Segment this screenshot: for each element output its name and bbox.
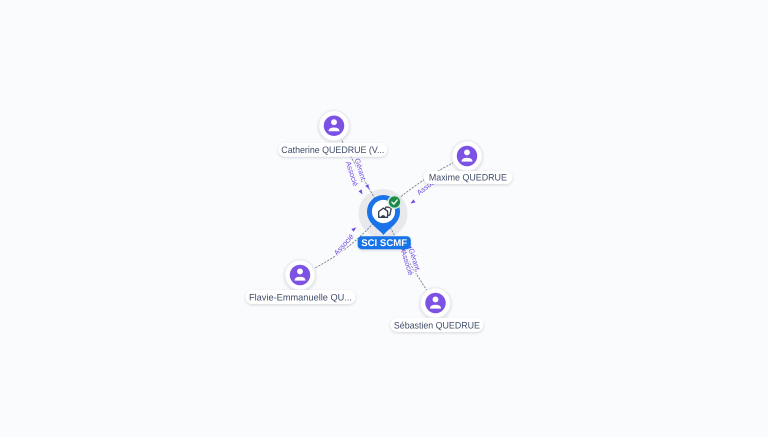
svg-text:Associé: Associé: [332, 232, 356, 257]
svg-text:Sébastien QUEDRUE: Sébastien QUEDRUE: [394, 320, 480, 331]
svg-text:SCI SCMF: SCI SCMF: [361, 238, 407, 249]
svg-text:Flavie-Emmanuelle QU...: Flavie-Emmanuelle QU...: [249, 291, 352, 302]
svg-text:Catherine QUEDRUE (V...: Catherine QUEDRUE (V...: [281, 144, 384, 155]
svg-text:Maxime QUEDRUE: Maxime QUEDRUE: [429, 172, 507, 183]
